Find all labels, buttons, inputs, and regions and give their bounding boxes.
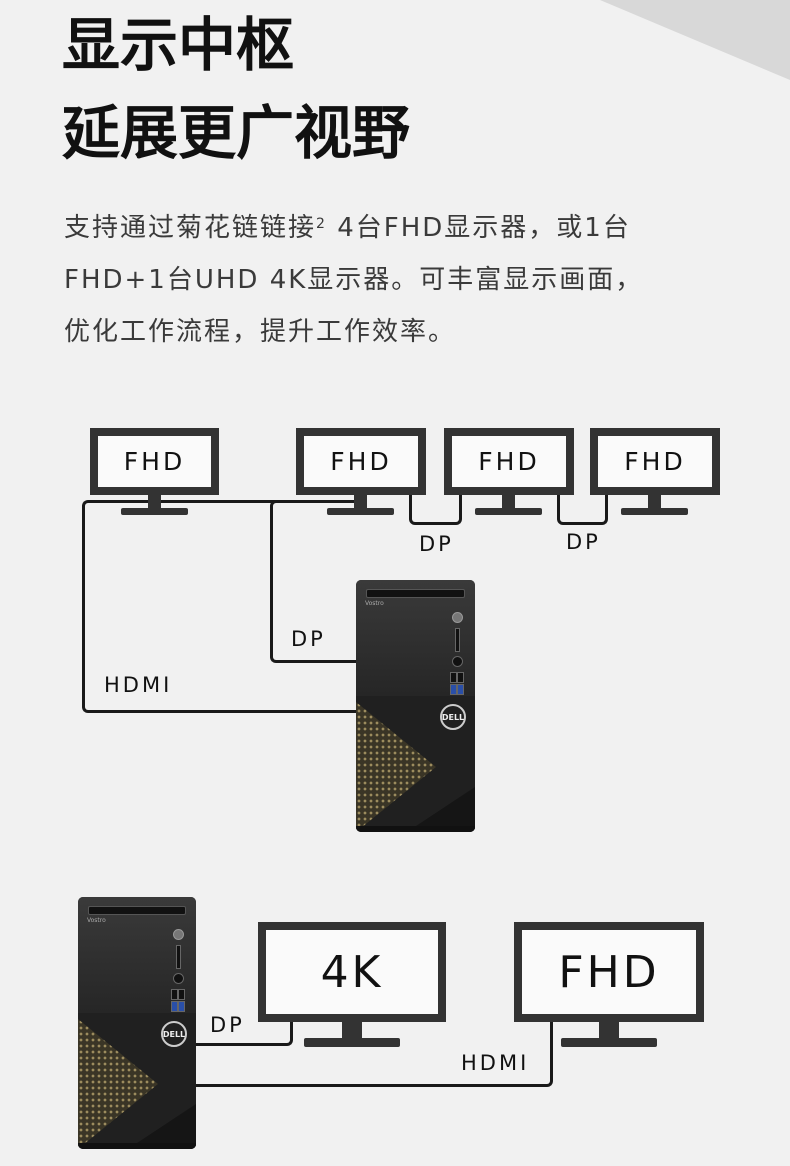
dp-pc-label: DP bbox=[291, 627, 326, 651]
hdmi-cable bbox=[82, 500, 361, 713]
description-line-2: FHD+1台UHD 4K显示器。可丰富显示画面， bbox=[64, 265, 644, 295]
headline-line-2: 延展更广视野 bbox=[62, 99, 411, 167]
dell-logo: DELL bbox=[161, 1021, 187, 1047]
dp-label: DP bbox=[210, 1013, 245, 1037]
dp-cable-pc bbox=[270, 500, 361, 663]
power-button bbox=[173, 929, 184, 940]
dp-chain-label-1: DP bbox=[419, 532, 454, 556]
description-line-1: 支持通过菊花链链接2 4台FHD显示器，或1台 bbox=[64, 213, 631, 243]
monitor-4k: 4K bbox=[258, 922, 446, 1049]
hdmi-label: HDMI bbox=[461, 1051, 530, 1075]
hdmi-label: HDMI bbox=[104, 673, 173, 697]
dp-chain-cable-2 bbox=[557, 495, 608, 525]
monitor-fhd-2: FHD bbox=[296, 428, 426, 516]
tower-brand: Vostro bbox=[365, 600, 384, 607]
monitor-fhd: FHD bbox=[514, 922, 704, 1049]
monitor-fhd-4: FHD bbox=[590, 428, 720, 516]
dell-logo: DELL bbox=[440, 704, 466, 730]
corner-decoration bbox=[600, 0, 790, 80]
hdmi-cable bbox=[196, 1018, 553, 1087]
description: 支持通过菊花链链接2 4台FHD显示器，或1台 FHD+1台UHD 4K显示器。… bbox=[64, 202, 643, 358]
footnote-mark: 2 bbox=[316, 216, 327, 232]
monitor-label: FHD bbox=[590, 428, 720, 495]
tower-brand: Vostro bbox=[87, 917, 106, 924]
power-button bbox=[452, 612, 463, 623]
dp-chain-label-2: DP bbox=[566, 530, 601, 554]
monitor-label: FHD bbox=[296, 428, 426, 495]
desktop-tower: Vostro DELL bbox=[78, 897, 196, 1149]
monitor-fhd-1: FHD bbox=[90, 428, 219, 516]
monitor-label: FHD bbox=[90, 428, 219, 495]
headline-line-1: 显示中枢 bbox=[62, 11, 295, 79]
monitor-label: FHD bbox=[444, 428, 574, 495]
desktop-tower: Vostro DELL bbox=[356, 580, 475, 832]
description-line-3: 优化工作流程，提升工作效率。 bbox=[64, 317, 457, 347]
monitor-label: 4K bbox=[258, 922, 446, 1022]
monitor-label: FHD bbox=[514, 922, 704, 1022]
dp-chain-cable-1 bbox=[409, 495, 462, 525]
dp-cable bbox=[196, 1018, 293, 1046]
monitor-fhd-3: FHD bbox=[444, 428, 574, 516]
